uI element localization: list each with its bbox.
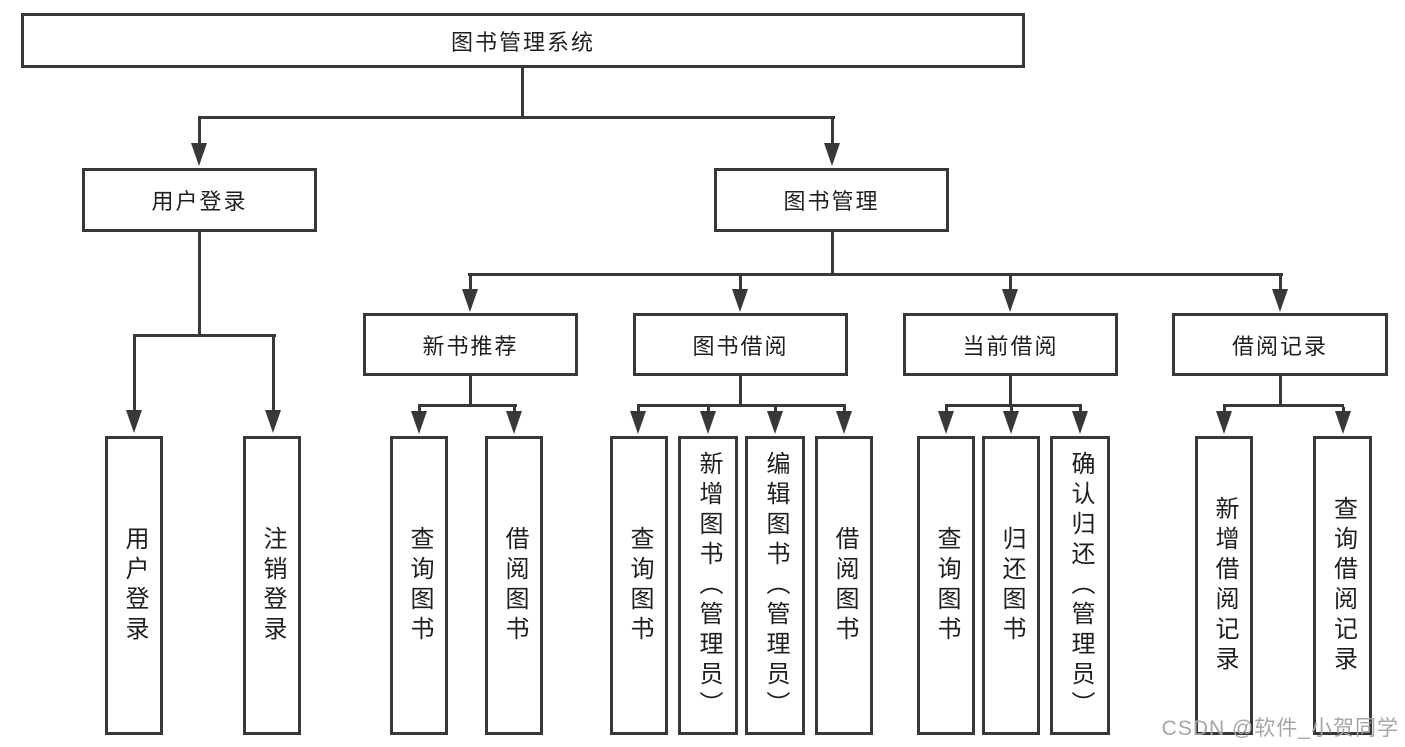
connector-current-borrowing-stem [1009, 376, 1012, 406]
arrowhead-new-book-recommend [462, 289, 478, 312]
connector-recommend-bar [418, 404, 517, 407]
arrowhead-borrowing-records [1272, 289, 1288, 312]
arrowhead-query-books-current [938, 411, 954, 434]
leaf-borrow-books-recommend: 借阅图书 [485, 436, 543, 735]
connector-records-bar [1223, 404, 1344, 407]
connector-drop-user-login [198, 119, 201, 144]
connector-drop-leaf-user-login [133, 337, 136, 411]
leaf-query-borrow-record: 查询借阅记录 [1313, 436, 1372, 735]
leaf-confirm-return-admin: 确认归还（管理员） [1050, 436, 1110, 735]
connector-drop-query-borrow-record [1342, 407, 1345, 412]
arrowhead-borrow-books-recommend [506, 411, 522, 434]
arrowhead-leaf-user-login [126, 410, 142, 433]
csdn-watermark: CSDN @软件_小贺同学 [1161, 717, 1399, 740]
connector-level3-bar [468, 273, 1283, 276]
connector-borrowing-records-stem [1279, 376, 1282, 406]
leaf-add-book-admin: 新增图书（管理员） [678, 436, 738, 735]
connector-book-management-stem [831, 232, 834, 275]
node-new-book-recommend: 新书推荐 [363, 313, 578, 376]
arrowhead-borrow-books-borrowing [836, 411, 852, 434]
arrowhead-return-book [1003, 411, 1019, 434]
connector-drop-borrowing-records [1279, 276, 1282, 290]
connector-current-bar [945, 404, 1082, 407]
arrowhead-query-books-borrowing [630, 411, 646, 434]
connector-level2-bar [198, 116, 835, 119]
leaf-query-books-borrowing: 查询图书 [610, 436, 668, 735]
leaf-borrow-books-borrowing: 借阅图书 [815, 436, 873, 735]
node-book-management: 图书管理 [714, 168, 949, 232]
connector-drop-query-books-borrowing [637, 407, 640, 412]
leaf-logout: 注销登录 [243, 436, 301, 735]
connector-drop-borrow-books-borrowing [843, 407, 846, 412]
connector-user-login-bar [133, 334, 276, 337]
arrowhead-user-login [191, 143, 207, 166]
arrowhead-edit-book-admin [767, 411, 783, 434]
leaf-user-login: 用户登录 [105, 436, 163, 735]
arrowhead-book-management [824, 143, 840, 166]
node-borrowing-records: 借阅记录 [1172, 313, 1388, 376]
connector-drop-book-borrowing [739, 276, 742, 290]
node-book-borrowing: 图书借阅 [633, 313, 848, 376]
connector-drop-current-borrowing [1009, 276, 1012, 290]
connector-user-login-stem [198, 232, 201, 335]
connector-drop-borrow-books-recommend [513, 407, 516, 412]
connector-drop-add-book-admin [707, 407, 710, 412]
arrowhead-query-borrow-record [1335, 411, 1351, 434]
arrowhead-confirm-return-admin [1072, 411, 1088, 434]
arrowhead-book-borrowing [732, 289, 748, 312]
connector-drop-confirm-return-admin [1079, 407, 1082, 412]
leaf-add-borrow-record: 新增借阅记录 [1195, 436, 1253, 735]
arrowhead-add-borrow-record [1216, 411, 1232, 434]
arrowhead-query-books-recommend [411, 411, 427, 434]
leaf-return-book: 归还图书 [982, 436, 1040, 735]
connector-drop-return-book [1010, 407, 1013, 412]
connector-drop-new-book-recommend [469, 276, 472, 290]
connector-drop-query-books-current [945, 407, 948, 412]
leaf-query-books-recommend: 查询图书 [390, 436, 448, 735]
connector-drop-leaf-logout [272, 337, 275, 411]
arrowhead-leaf-logout [265, 410, 281, 433]
arrowhead-add-book-admin [700, 411, 716, 434]
leaf-edit-book-admin: 编辑图书（管理员） [745, 436, 805, 735]
connector-new-book-recommend-stem [469, 376, 472, 406]
connector-root-stem [521, 68, 524, 117]
connector-drop-query-books-recommend [418, 407, 421, 412]
node-library-management-system: 图书管理系统 [21, 13, 1025, 68]
node-current-borrowing: 当前借阅 [903, 313, 1118, 376]
connector-drop-edit-book-admin [774, 407, 777, 412]
connector-drop-book-management [831, 119, 834, 144]
leaf-query-books-current: 查询图书 [917, 436, 975, 735]
arrowhead-current-borrowing [1002, 289, 1018, 312]
connector-drop-add-borrow-record [1223, 407, 1226, 412]
node-user-login: 用户登录 [82, 168, 317, 232]
connector-book-borrowing-stem [739, 376, 742, 406]
connector-borrowing-bar [637, 404, 846, 407]
